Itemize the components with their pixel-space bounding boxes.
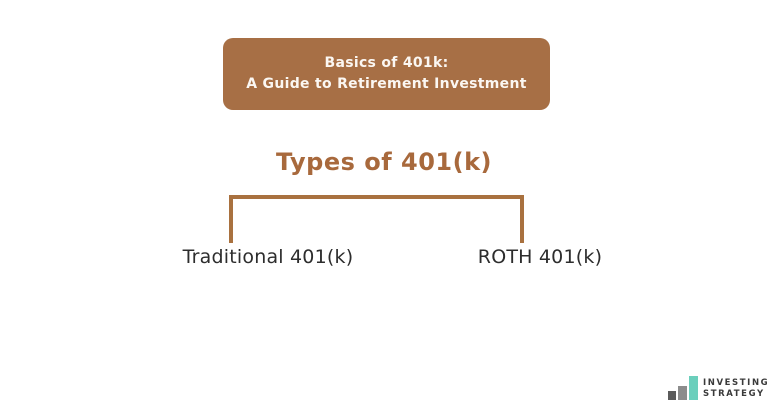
logo-wordmark: INVESTING STRATEGY [703, 378, 768, 399]
banner-line-1: Basics of 401k: [324, 55, 449, 71]
investing-strategy-logo: INVESTING STRATEGY [668, 376, 768, 401]
banner-line-2: A Guide to Retirement Investment [246, 76, 527, 92]
bar-chart-icon [668, 376, 698, 400]
tree-bracket-connector [229, 195, 524, 243]
bar-chart-icon-bar-small [668, 391, 676, 400]
node-traditional-401k: Traditional 401(k) [182, 246, 354, 268]
diagram-title: Types of 401(k) [275, 148, 493, 176]
bar-chart-icon-bar-medium [678, 386, 687, 400]
logo-line-2: STRATEGY [703, 388, 765, 399]
title-banner: Basics of 401k: A Guide to Retirement In… [223, 38, 550, 110]
logo-line-1: INVESTING [703, 378, 768, 388]
node-roth-401k: ROTH 401(k) [477, 246, 603, 268]
bar-chart-icon-bar-tall [689, 376, 698, 400]
